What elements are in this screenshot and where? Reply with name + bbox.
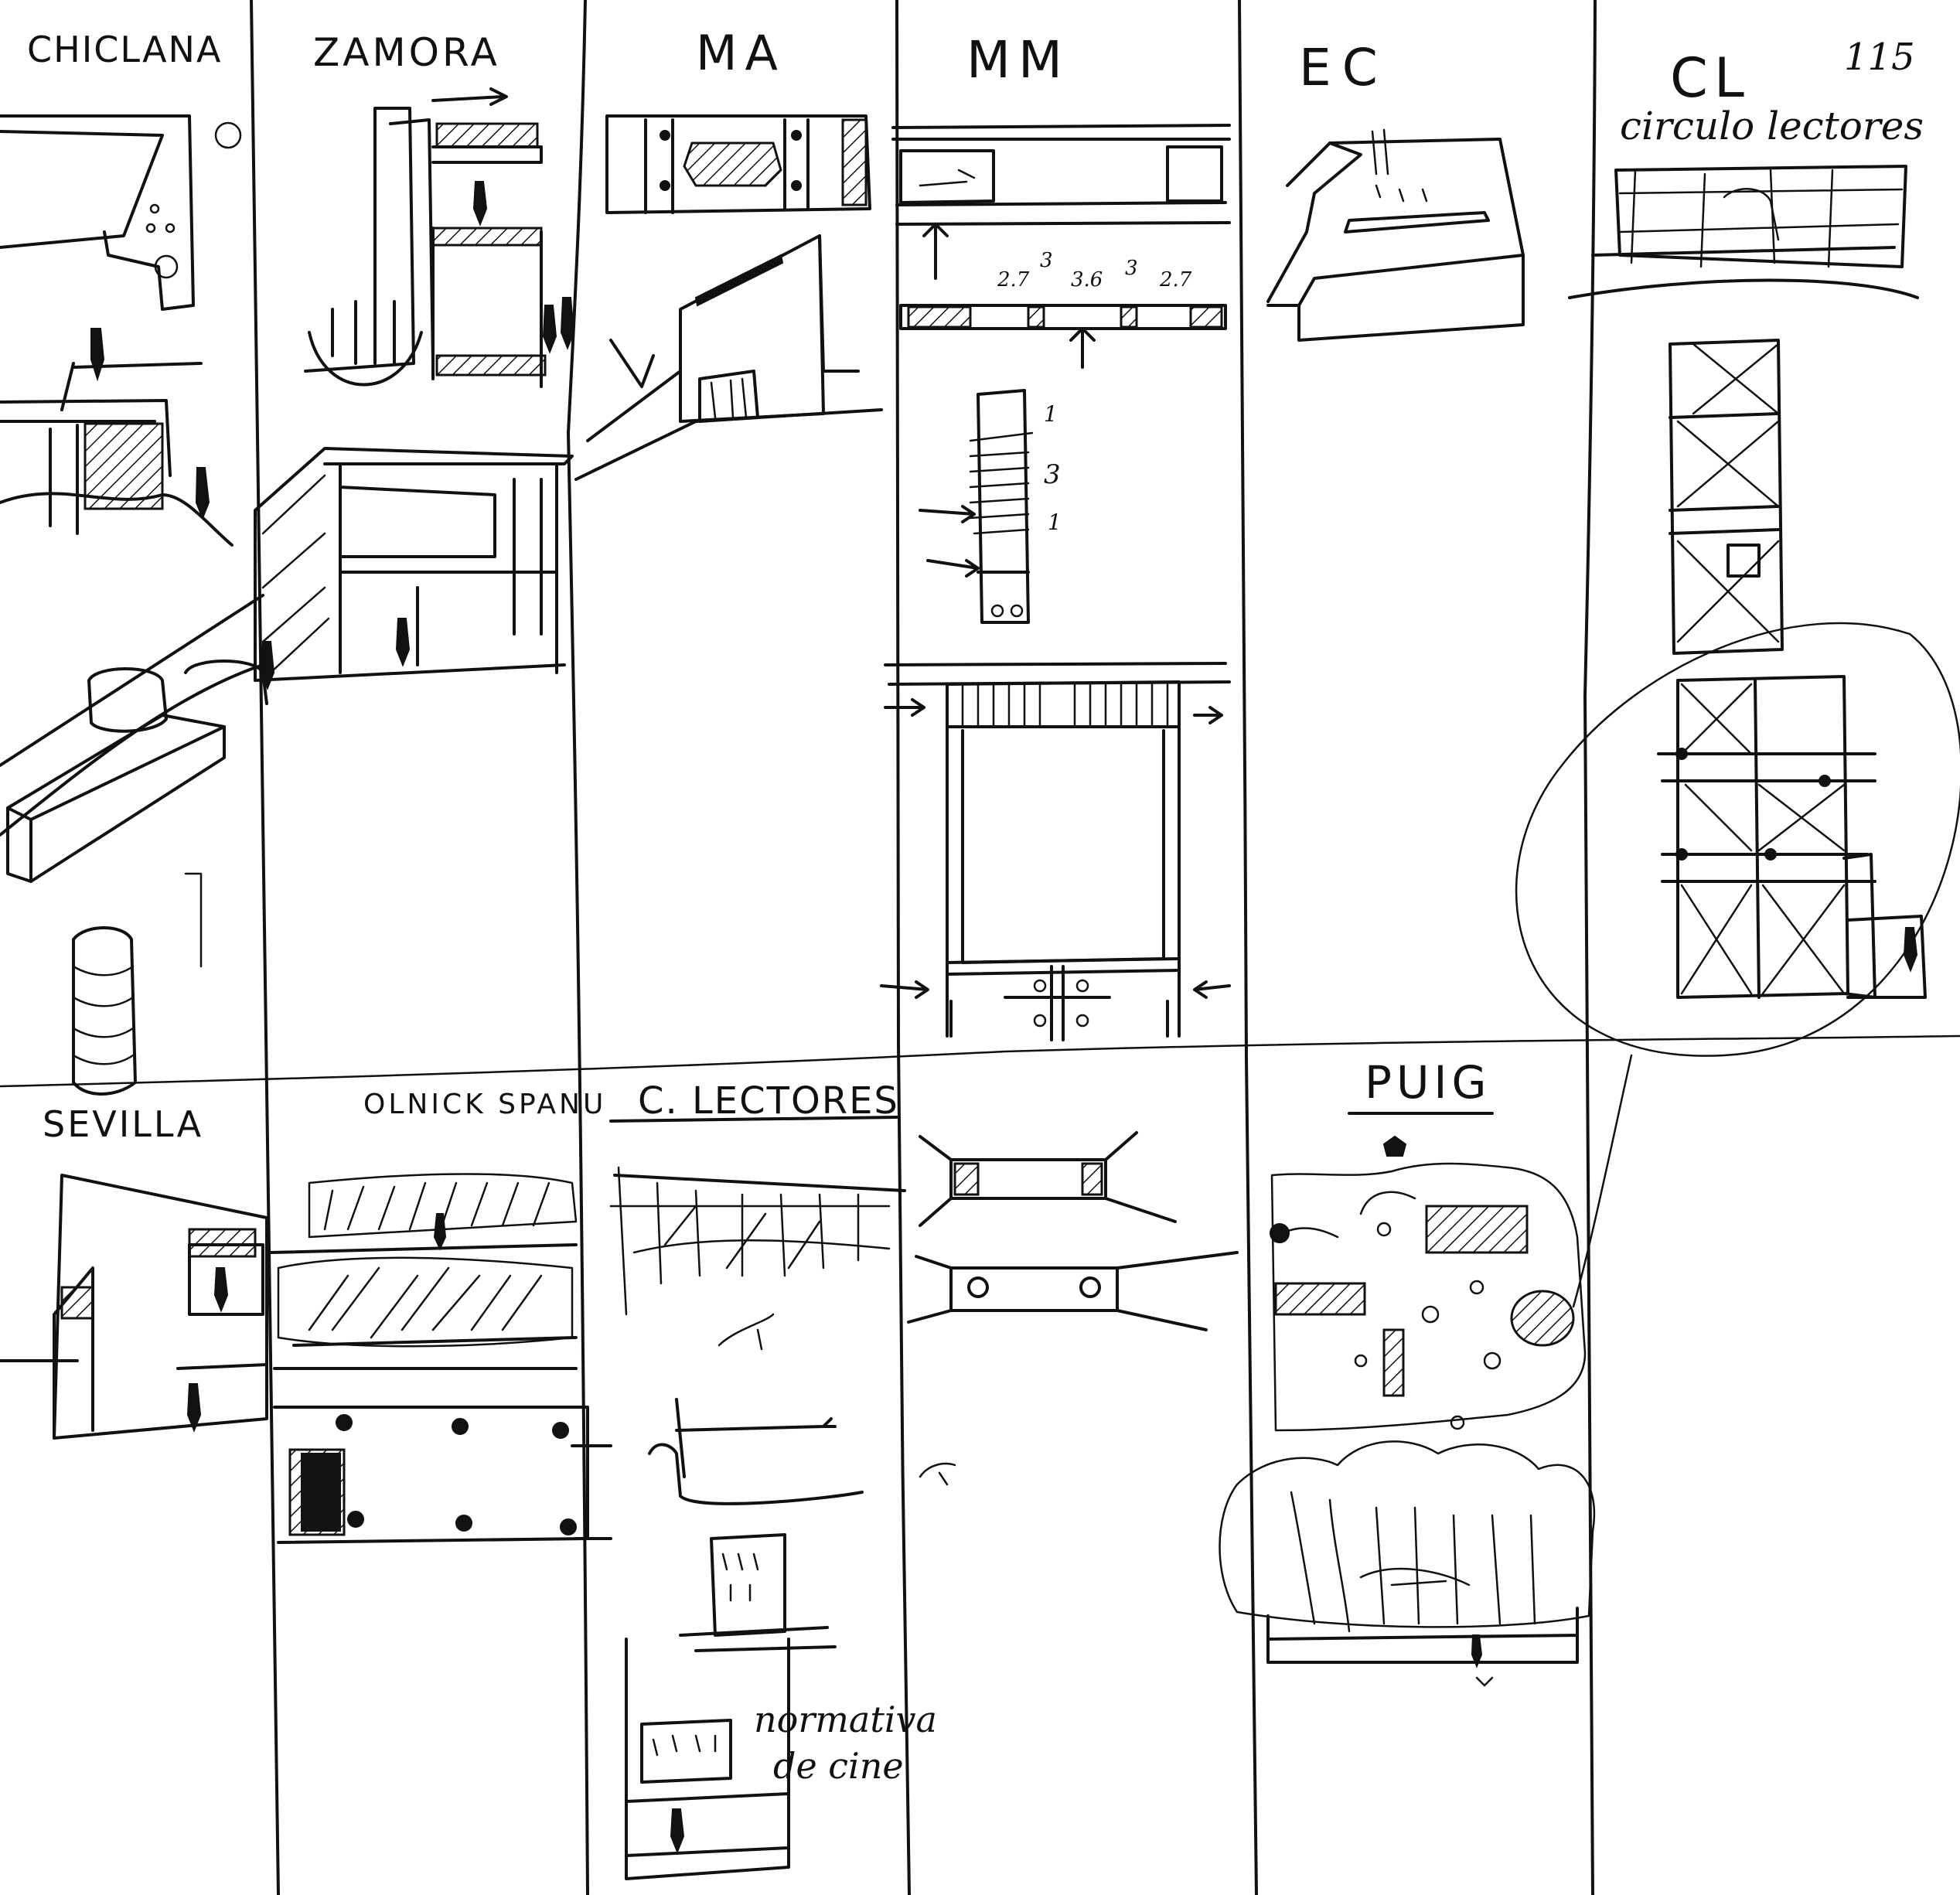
- note-normativa: normativa: [754, 1699, 937, 1740]
- mm-dim-3: 3.6: [1071, 268, 1103, 291]
- note-de-cine: de cine: [773, 1745, 904, 1787]
- label-chiclana: CHICLANA: [27, 29, 222, 70]
- label-cl: CL: [1670, 46, 1750, 110]
- mm-dim-2: 3: [1040, 249, 1053, 272]
- label-puig: PUIG: [1365, 1056, 1491, 1109]
- page-number: 115: [1844, 36, 1915, 79]
- label-mm: MM: [966, 30, 1070, 90]
- cl-sketches: [1515, 165, 1960, 1308]
- row-divider: [0, 1034, 1960, 1088]
- mm-stack-3: 1: [1048, 510, 1062, 535]
- column-dividers: [250, 0, 1597, 1895]
- section-sketches: [907, 1131, 1239, 1486]
- sevilla-sketches: [0, 1174, 268, 1440]
- zamora-sketches: [254, 87, 575, 690]
- mm-stack-1: 1: [1044, 401, 1058, 427]
- label-c-lectores: C. LECTORES: [638, 1079, 899, 1123]
- mm-dim-1: 2.7: [997, 268, 1030, 291]
- c-lectores-sketches: normativa de cine: [609, 1116, 937, 1880]
- label-ec: EC: [1299, 38, 1389, 97]
- chiclana-sketches: [0, 114, 268, 1096]
- bottom-labels: SEVILLA OLNICK SPANU C. LECTORES PUIG: [43, 1056, 1494, 1145]
- top-labels: CHICLANA ZAMORA MA MM EC CL 115 circulo …: [27, 25, 1924, 148]
- mm-dim-5: 2.7: [1159, 268, 1192, 291]
- ma-sketches: [574, 114, 883, 481]
- cl-caption: circulo lectores: [1620, 104, 1924, 148]
- label-olnick-spanu: OLNICK SPANU: [363, 1089, 606, 1120]
- ec-sketches: [1266, 128, 1525, 342]
- label-zamora: ZAMORA: [313, 30, 500, 75]
- olnick-sketches: [269, 1173, 612, 1544]
- mm-stack-2: 3: [1044, 459, 1061, 490]
- mm-dim-4: 3: [1125, 257, 1138, 280]
- label-sevilla: SEVILLA: [43, 1103, 203, 1145]
- mm-sketches: 2.7 3 3.6 3 2.7 1 3 1: [880, 124, 1231, 1041]
- label-ma: MA: [696, 25, 786, 81]
- puig-sketches: [1219, 1135, 1596, 1687]
